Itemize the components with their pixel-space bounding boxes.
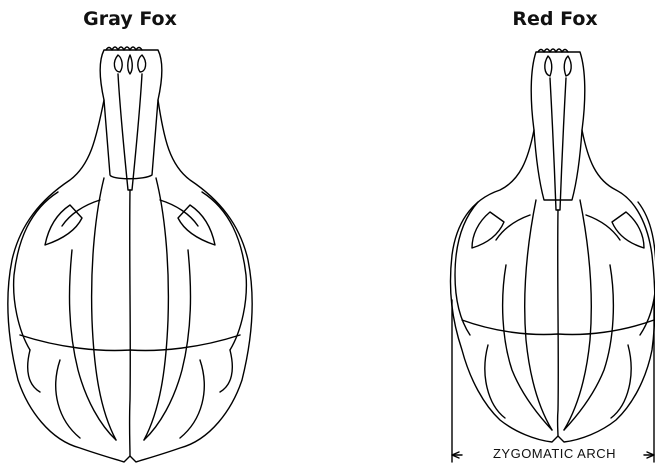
- gray-fox-snout: [100, 50, 162, 179]
- zygomatic-arch-label: ZYGOMATIC ARCH: [462, 446, 647, 461]
- gray-fox-skull: [8, 47, 253, 462]
- red-fox-outline: [450, 130, 655, 442]
- zygomatic-arch-indicator: [452, 300, 654, 462]
- red-fox-snout: [531, 52, 585, 200]
- red-fox-skull: [450, 49, 655, 442]
